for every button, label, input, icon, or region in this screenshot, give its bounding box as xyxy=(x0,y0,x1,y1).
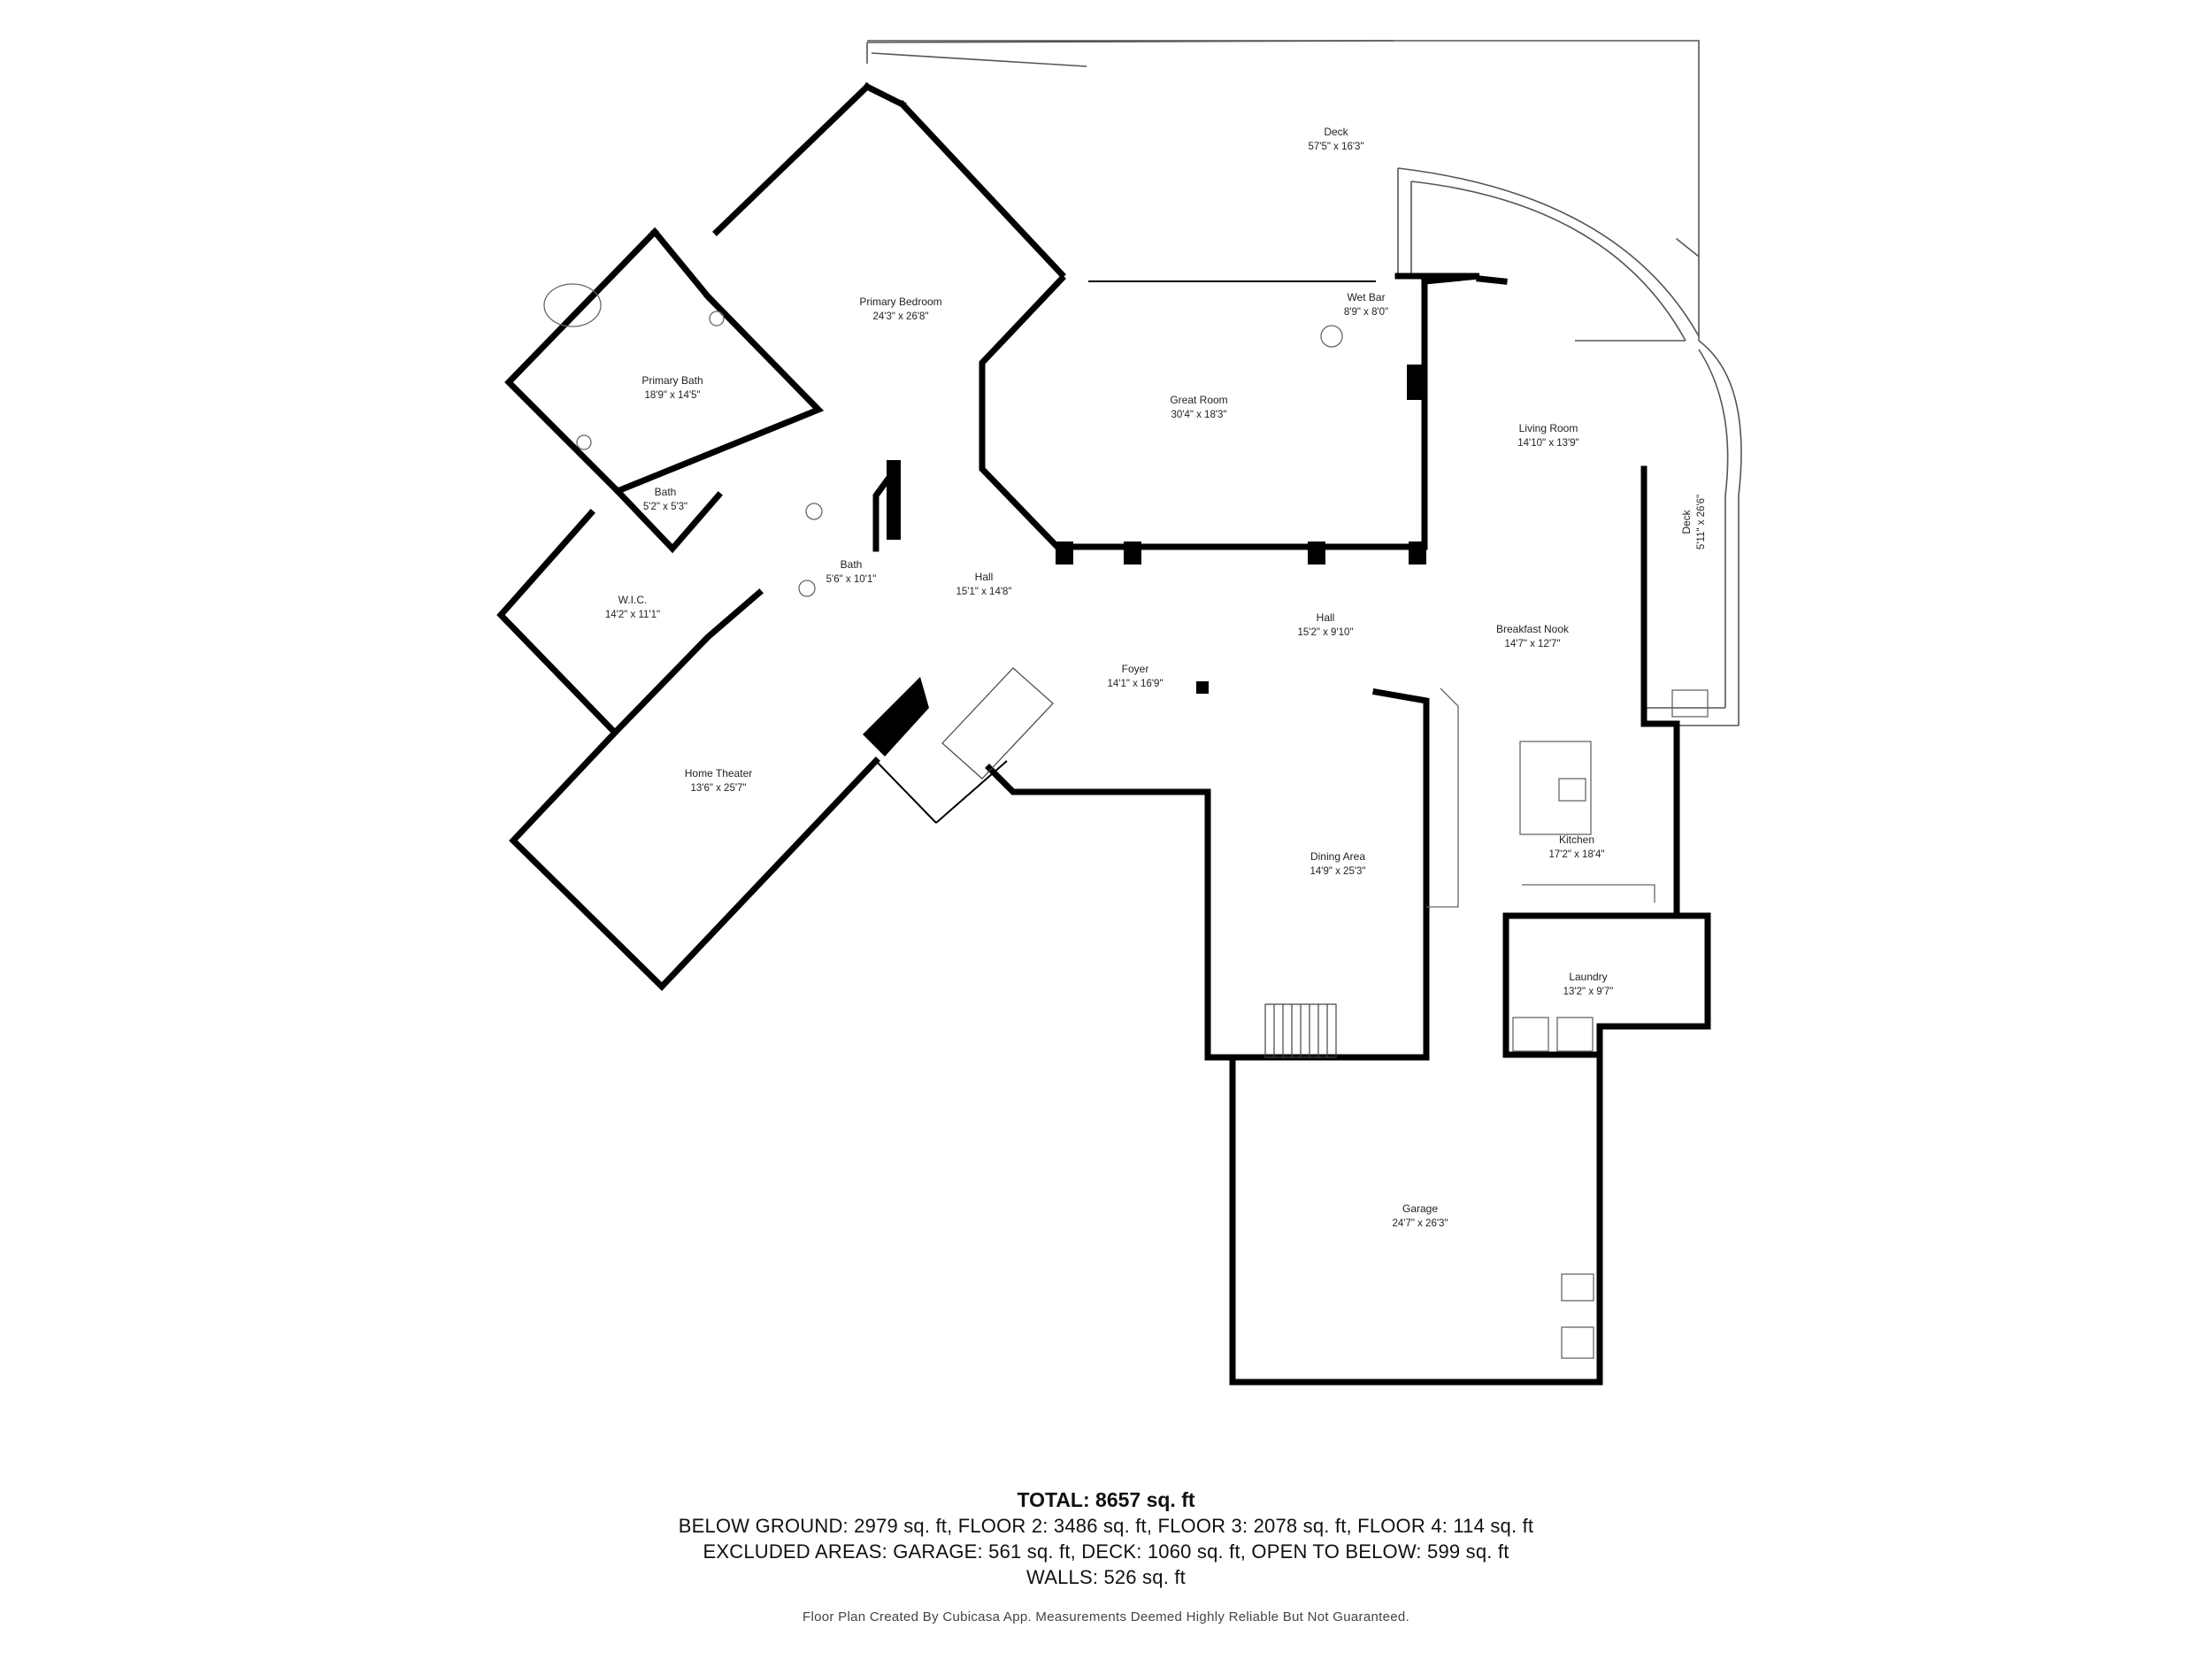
room-name: Primary Bedroom xyxy=(859,296,941,308)
area-breakdown-excluded: EXCLUDED AREAS: GARAGE: 561 sq. ft, DECK… xyxy=(703,1540,1509,1563)
room-dimensions: 13'6" x 25'7" xyxy=(690,783,746,794)
room-label: Deck 57'5" x 16'3" xyxy=(1308,126,1363,152)
room-dimensions: 14'7" x 12'7" xyxy=(1504,639,1560,649)
room-label: Dining Area 14'9" x 25'3" xyxy=(1310,850,1365,877)
room-label: Hall 15'1" x 14'8" xyxy=(956,571,1011,597)
room-label: Bath 5'6" x 10'1" xyxy=(826,558,877,585)
deck-outline xyxy=(866,40,1742,726)
room-name: Garage xyxy=(1402,1202,1438,1215)
room-dimensions: 17'2" x 18'4" xyxy=(1548,849,1604,860)
room-name: Dining Area xyxy=(1310,850,1365,863)
room-name: Great Room xyxy=(1170,394,1227,406)
room-dimensions: 8'9" x 8'0" xyxy=(1344,307,1388,318)
room-name: Hall xyxy=(975,571,994,583)
room-label: Primary Bedroom 24'3" x 26'8" xyxy=(859,296,941,322)
room-dimensions: 5'6" x 10'1" xyxy=(826,574,877,585)
room-label: Great Room 30'4" x 18'3" xyxy=(1170,394,1227,420)
room-label: Home Theater 13'6" x 25'7" xyxy=(685,767,752,794)
room-dimensions: 24'3" x 26'8" xyxy=(872,311,928,322)
room-name: Bath xyxy=(841,558,863,571)
area-breakdown-walls: WALLS: 526 sq. ft xyxy=(1026,1566,1186,1588)
room-label: Laundry 13'2" x 9'7" xyxy=(1563,971,1614,997)
stairs xyxy=(941,667,1337,1058)
room-labels: Deck 57'5" x 16'3" Primary Bedroom 24'3" x … xyxy=(605,126,1707,1229)
room-label: Garage 24'7" x 26'3" xyxy=(1392,1202,1448,1229)
room-name: Living Room xyxy=(1519,422,1578,434)
room-name: Deck xyxy=(1680,509,1693,534)
room-name: Deck xyxy=(1324,126,1348,138)
room-name: Wet Bar xyxy=(1347,291,1385,303)
disclaimer-footer: Floor Plan Created By Cubicasa App. Meas… xyxy=(803,1609,1409,1624)
room-label: Hall 15'2" x 9'10" xyxy=(1297,611,1353,638)
room-dimensions: 15'1" x 14'8" xyxy=(956,587,1011,597)
room-dimensions: 14'9" x 25'3" xyxy=(1310,866,1365,877)
area-summary: TOTAL: 8657 sq. ft BELOW GROUND: 2979 sq… xyxy=(0,1486,2212,1624)
pillars xyxy=(1056,365,1426,694)
room-dimensions: 14'1" x 16'9" xyxy=(1107,679,1163,689)
total-area: TOTAL: 8657 sq. ft xyxy=(1017,1488,1195,1511)
area-breakdown-floors: BELOW GROUND: 2979 sq. ft, FLOOR 2: 3486… xyxy=(678,1515,1534,1537)
room-dimensions: 15'2" x 9'10" xyxy=(1297,627,1353,638)
room-label: W.I.C. 14'2" x 11'1" xyxy=(605,594,660,620)
room-name: Kitchen xyxy=(1559,833,1594,846)
room-name: Home Theater xyxy=(685,767,752,780)
room-name: Laundry xyxy=(1569,971,1607,983)
room-dimensions: 14'2" x 11'1" xyxy=(605,610,660,620)
room-label: Kitchen 17'2" x 18'4" xyxy=(1548,833,1604,860)
room-label: Wet Bar 8'9" x 8'0" xyxy=(1344,291,1388,318)
room-name: Bath xyxy=(655,486,677,498)
room-dimensions: 5'2" x 5'3" xyxy=(643,502,687,512)
room-name: Foyer xyxy=(1122,663,1149,675)
room-dimensions: 24'7" x 26'3" xyxy=(1392,1218,1448,1229)
room-name: Breakfast Nook xyxy=(1496,623,1570,635)
fixtures xyxy=(543,283,1709,1359)
room-label: Primary Bath 18'9" x 14'5" xyxy=(641,374,703,401)
room-label: Breakfast Nook 14'7" x 12'7" xyxy=(1496,623,1570,649)
room-label: Bath 5'2" x 5'3" xyxy=(643,486,687,512)
walls xyxy=(496,82,1711,1386)
room-label: Foyer 14'1" x 16'9" xyxy=(1107,663,1163,689)
room-dimensions: 57'5" x 16'3" xyxy=(1308,142,1363,152)
room-name: W.I.C. xyxy=(618,594,648,606)
room-dimensions: 5'11" x 26'6" xyxy=(1696,495,1707,549)
room-name: Hall xyxy=(1317,611,1335,624)
room-dimensions: 30'4" x 18'3" xyxy=(1171,410,1226,420)
room-name: Primary Bath xyxy=(641,374,703,387)
room-dimensions: 14'10" x 13'9" xyxy=(1517,438,1578,449)
room-dimensions: 13'2" x 9'7" xyxy=(1563,987,1614,997)
room-label: Living Room 14'10" x 13'9" xyxy=(1517,422,1578,449)
room-dimensions: 18'9" x 14'5" xyxy=(644,390,700,401)
